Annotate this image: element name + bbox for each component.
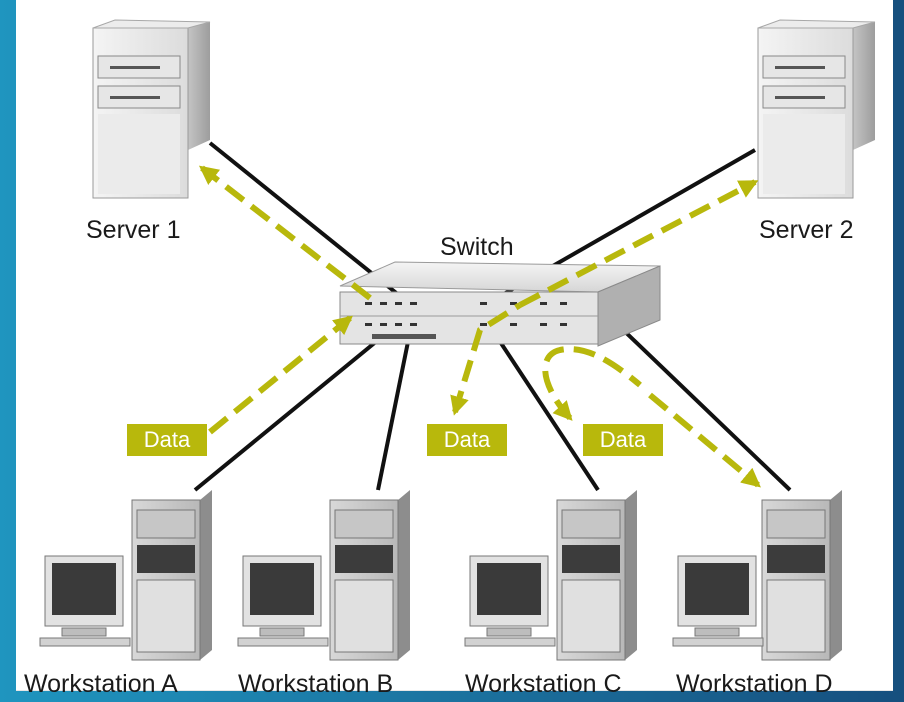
data-arrow-switch-to-server-2 — [518, 179, 759, 308]
cable-workstation-a — [193, 316, 407, 492]
cable-workstation-b — [376, 321, 414, 491]
data-tag-c: Data — [427, 424, 507, 456]
workstation-a-label: Workstation A — [24, 670, 178, 698]
data-tag-d: Data — [583, 424, 663, 456]
switch-device — [339, 261, 661, 347]
server-1-label: Server 1 — [86, 216, 181, 244]
switch-label: Switch — [440, 233, 514, 261]
workstation-c-label: Workstation C — [465, 670, 622, 698]
server-2-label: Server 2 — [759, 216, 854, 244]
workstation-b — [237, 490, 410, 661]
data-arrow-a-to-switch — [208, 315, 353, 435]
data-arrow-d-loop — [542, 346, 642, 421]
workstation-a — [39, 490, 212, 661]
data-arrow-c-to-switch — [450, 302, 522, 416]
workstation-b-label: Workstation B — [238, 670, 394, 698]
workstation-c — [464, 490, 637, 661]
server-2 — [757, 19, 876, 199]
data-arrow-switch-to-d — [648, 392, 761, 488]
data-tag-a: Data — [127, 424, 207, 456]
cable-workstation-c — [485, 320, 600, 492]
data-flows — [198, 165, 761, 488]
workstation-d-label: Workstation D — [676, 670, 833, 698]
data-arrow-switch-to-server-1 — [198, 165, 372, 301]
workstation-d — [672, 490, 842, 661]
server-1 — [92, 19, 211, 199]
